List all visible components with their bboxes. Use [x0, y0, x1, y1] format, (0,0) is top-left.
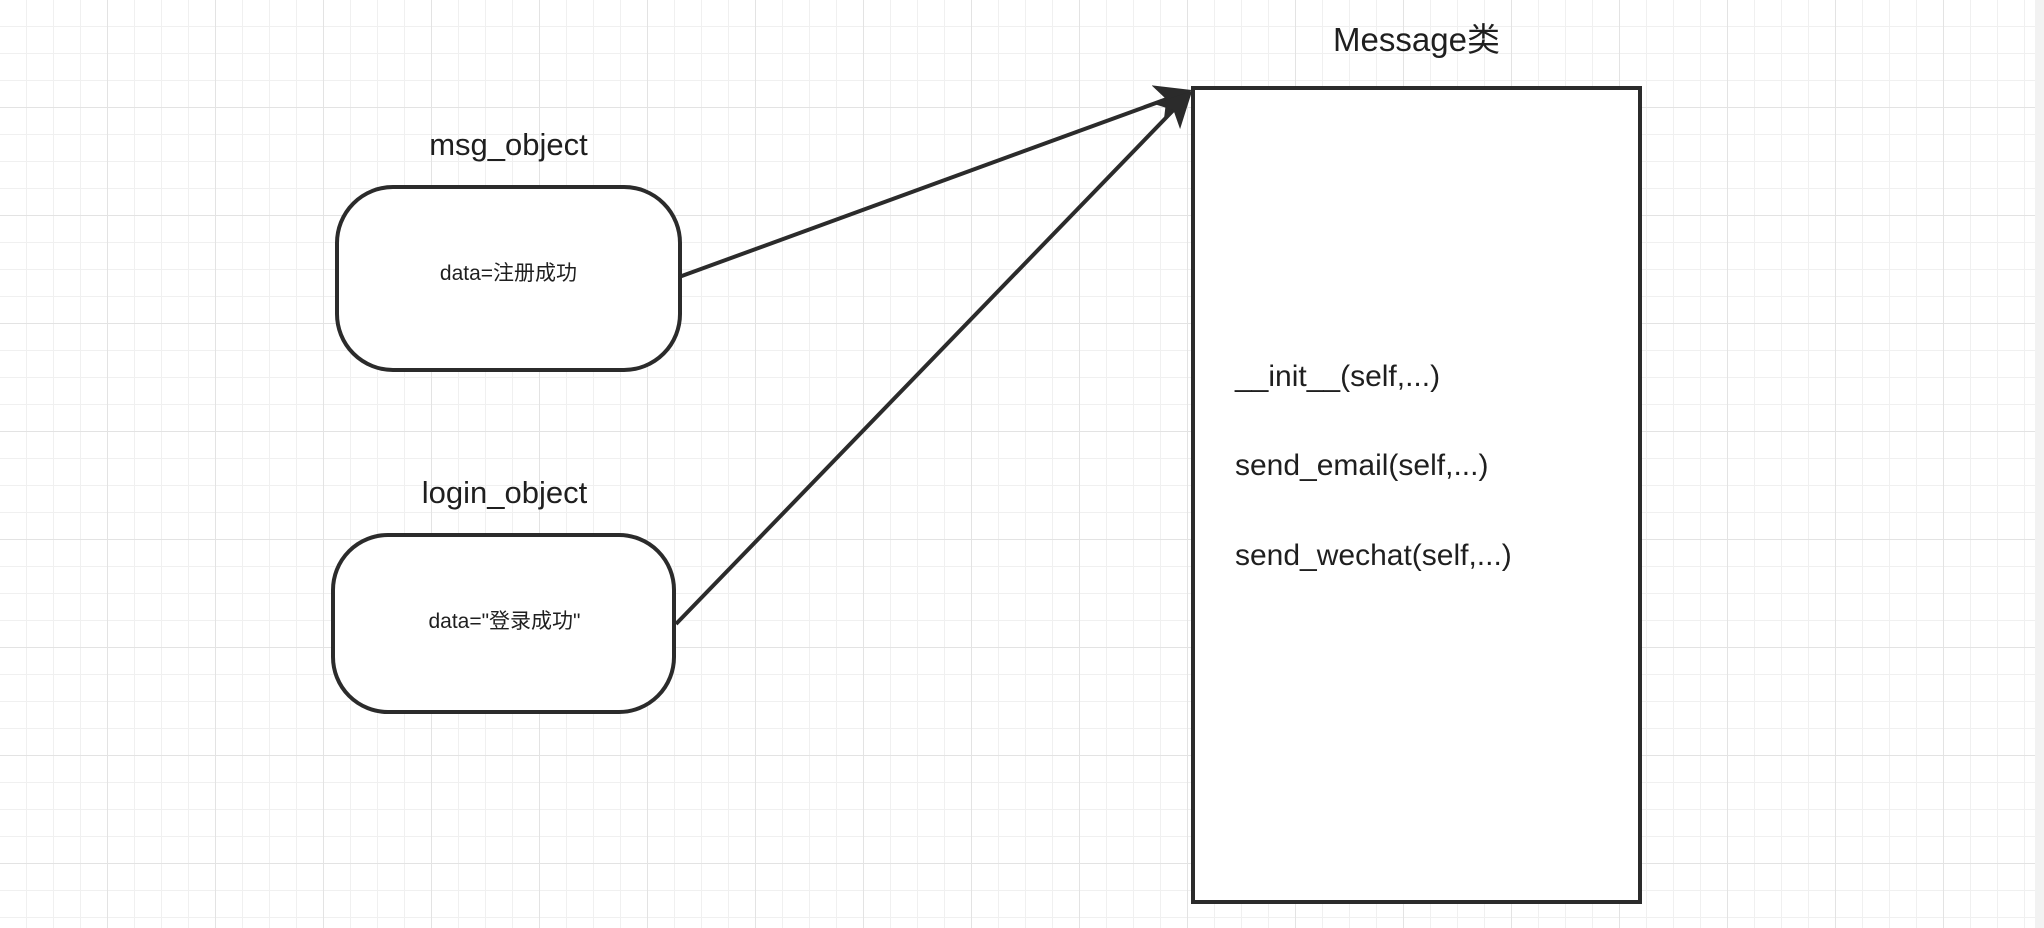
node-msg-object-label: msg_object: [429, 127, 588, 162]
node-login-object-shape[interactable]: [331, 533, 676, 714]
vertical-scrollbar-track[interactable]: [2035, 0, 2044, 928]
node-message-class-title: Message类: [1333, 21, 1500, 58]
method-send-email: send_email(self,...): [1235, 449, 1489, 482]
node-msg-object-text: data=注册成功: [439, 262, 578, 285]
node-login-object-text: data="登录成功": [428, 610, 581, 633]
edge-msg-object-to-message-class[interactable]: [678, 85, 1192, 279]
node-login-object-label: login_object: [421, 475, 588, 510]
edge-login-object-to-message-class[interactable]: [674, 90, 1193, 626]
node-message-class-shape[interactable]: [1191, 86, 1642, 904]
method-send-wechat: send_wechat(self,...): [1235, 539, 1512, 572]
method-init: __init__(self,...): [1235, 360, 1441, 393]
